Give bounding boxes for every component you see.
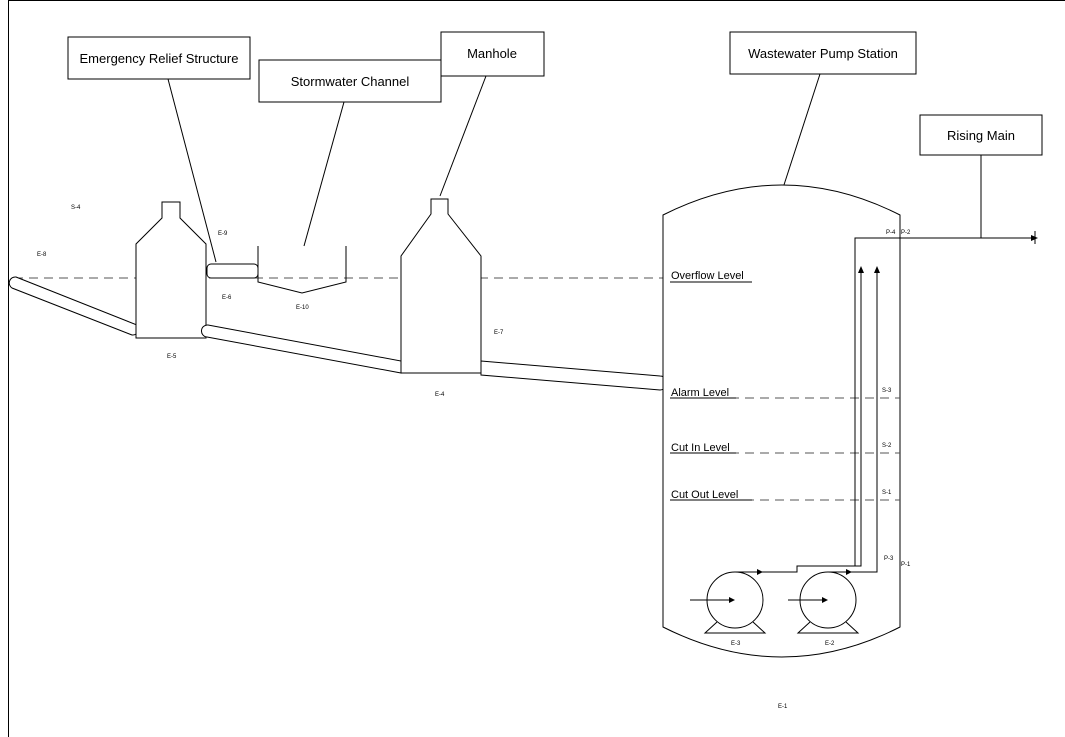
callout-emergency-relief-text: Emergency Relief Structure [80,51,239,66]
callout-rising-main: Rising Main [919,114,1043,156]
tag-e4: E-4 [435,392,445,398]
callout-pump-station: Wastewater Pump Station [729,31,917,75]
page-frame [8,0,1065,737]
discharge-riser-p1 [852,270,878,573]
tag-s4: S-4 [71,205,81,211]
tag-p3: P-3 [884,556,894,562]
leader-manhole [439,75,487,197]
leader-stormwater-channel [303,101,345,247]
callout-pump-station-text: Wastewater Pump Station [748,46,898,61]
flow-arrow-p1 [874,266,880,273]
tag-s2: S-2 [882,443,892,449]
tag-p1: P-1 [901,562,911,568]
overflow-level-label: Overflow Level [671,270,744,282]
tag-e6: E-6 [222,295,232,301]
discharge-pipework [763,237,1035,573]
flow-arrow-p3 [858,266,864,273]
cut-in-level-label: Cut In Level [671,442,730,454]
tag-e5: E-5 [167,354,177,360]
wet-well-e1 [662,184,901,658]
callout-stormwater-channel: Stormwater Channel [258,59,442,103]
tag-p2: P-2 [901,230,911,236]
tag-e2: E-2 [825,641,835,647]
callout-manhole-text: Manhole [467,46,517,61]
alarm-level-label: Alarm Level [671,387,729,399]
manhole-e5 [135,201,207,339]
callout-stormwater-channel-text: Stormwater Channel [291,74,410,89]
rising-main-pipe [854,237,1035,566]
tag-e9: E-9 [218,231,228,237]
tag-e8: E-8 [37,252,47,258]
callout-rising-main-text: Rising Main [947,128,1015,143]
flow-arrow-pump-e2 [846,569,852,575]
tag-e10: E-10 [296,305,309,311]
level-lines [670,281,900,501]
leader-emergency-relief [167,78,217,263]
tag-p4: P-4 [886,230,896,236]
inlet-pipe-e8 [8,276,139,336]
tag-e7: E-7 [494,330,504,336]
tag-e1: E-1 [778,704,788,710]
callout-emergency-relief: Emergency Relief Structure [67,36,251,80]
discharge-riser-p3 [763,270,862,573]
leader-pump-station [781,73,821,192]
flow-arrow-pump-e3 [757,569,763,575]
manhole-e4 [400,198,482,374]
pipe-e7 [480,360,668,391]
cut-out-level-label: Cut Out Level [671,489,738,501]
tag-s3: S-3 [882,388,892,394]
pipe-e5-to-e4 [201,324,402,374]
leader-lines [167,73,982,263]
tag-s1: S-1 [882,490,892,496]
stormwater-channel-e10 [257,246,347,294]
pump-e3 [690,571,767,634]
component-tags: E-1 E-2 E-3 E-4 E-5 E-6 E-7 E-8 E-9 E-10… [37,205,911,710]
overflow-pipe-e6 [206,263,259,279]
tag-e3: E-3 [731,641,741,647]
callout-manhole: Manhole [440,31,545,77]
